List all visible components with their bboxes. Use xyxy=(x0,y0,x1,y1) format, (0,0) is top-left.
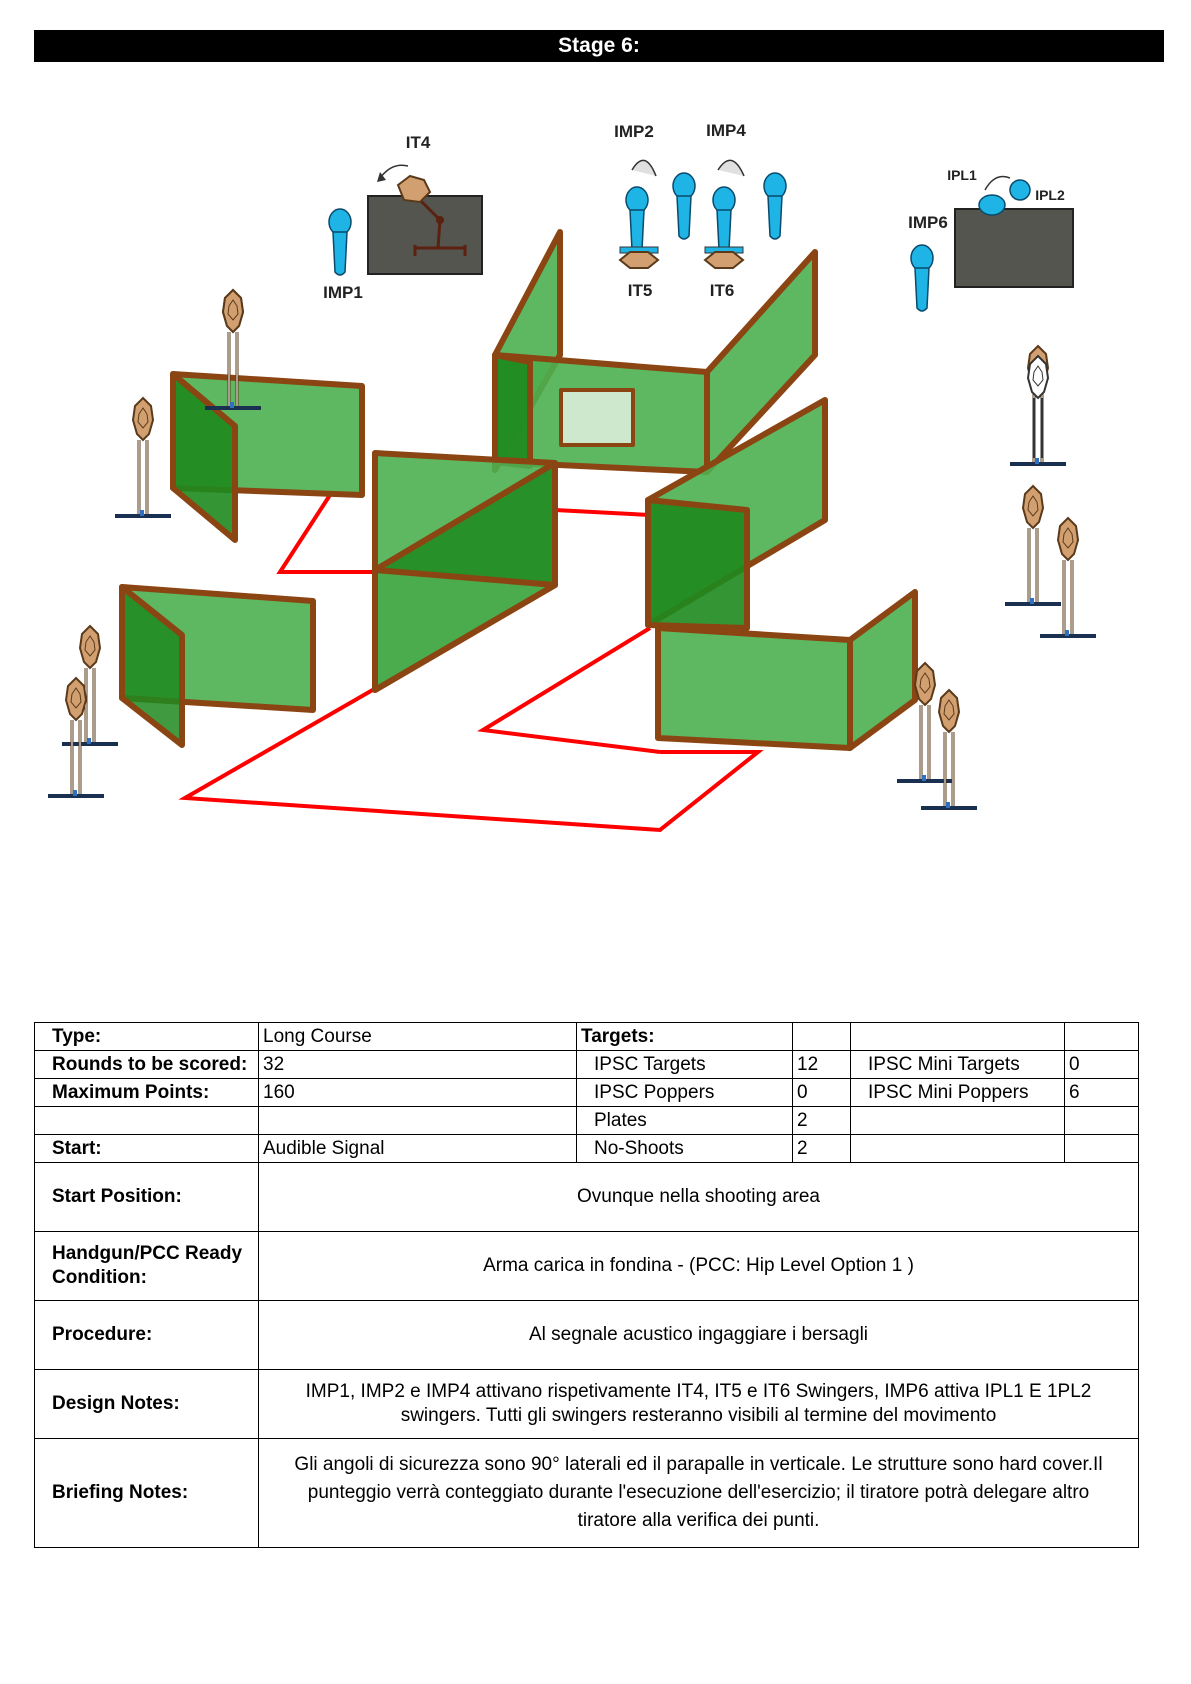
points-label: Maximum Points: xyxy=(34,1078,259,1107)
target-count: 0 xyxy=(792,1078,851,1107)
procedure-value: Al segnale acustico ingaggiare i bersagl… xyxy=(258,1300,1139,1370)
type-label: Type: xyxy=(34,1022,259,1051)
target-name: IPSC Poppers xyxy=(576,1078,793,1107)
target-count: 12 xyxy=(792,1050,851,1079)
targets-label: Targets: xyxy=(576,1022,793,1051)
it5-it6-swingers xyxy=(618,159,745,269)
rounds-label: Rounds to be scored: xyxy=(34,1050,259,1079)
start-value: Audible Signal xyxy=(258,1134,577,1163)
type-value: Long Course xyxy=(258,1022,577,1051)
label-it5: IT5 xyxy=(628,281,653,300)
label-imp2: IMP2 xyxy=(614,122,654,141)
points-value: 160 xyxy=(258,1078,577,1107)
briefing-notes-value: Gli angoli di sicurezza sono 90° lateral… xyxy=(258,1438,1139,1548)
target-count: 2 xyxy=(792,1106,851,1135)
mini-target-count: 6 xyxy=(1064,1078,1139,1107)
label-ipl1: IPL1 xyxy=(947,167,977,183)
walls xyxy=(119,229,918,751)
ready-condition-label: Handgun/PCC Ready Condition: xyxy=(34,1231,259,1301)
target-name: IPSC Targets xyxy=(576,1050,793,1079)
swinger-boxes xyxy=(367,195,1074,288)
design-notes-label: Design Notes: xyxy=(34,1369,259,1439)
diagram-labels: IT4 IMP1 IMP2 IMP4 IT5 IT6 IPL1 IPL2 IMP… xyxy=(323,121,1065,302)
label-imp6: IMP6 xyxy=(908,213,948,232)
label-it4: IT4 xyxy=(406,133,431,152)
rounds-value: 32 xyxy=(258,1050,577,1079)
target-name: Plates xyxy=(576,1106,793,1135)
fault-lines xyxy=(178,493,764,833)
label-imp4: IMP4 xyxy=(706,121,746,140)
mini-target-name: IPSC Mini Poppers xyxy=(850,1078,1065,1107)
start-position-value: Ovunque nella shooting area xyxy=(258,1162,1139,1232)
label-imp1: IMP1 xyxy=(323,283,363,302)
stage-title: Stage 6: xyxy=(34,30,1164,62)
procedure-label: Procedure: xyxy=(34,1300,259,1370)
target-count: 2 xyxy=(792,1134,851,1163)
it4-swinger xyxy=(377,164,467,256)
label-it6: IT6 xyxy=(710,281,735,300)
start-label: Start: xyxy=(34,1134,259,1163)
stage-diagram: IT4 IMP1 IMP2 IMP4 IT5 IT6 IPL1 IPL2 IMP… xyxy=(46,121,1098,833)
start-position-label: Start Position: xyxy=(34,1162,259,1232)
briefing-notes-label: Briefing Notes: xyxy=(34,1438,259,1548)
label-ipl2: IPL2 xyxy=(1035,187,1065,203)
ready-condition-value: Arma carica in fondina - (PCC: Hip Level… xyxy=(258,1231,1139,1301)
stage-title-text: Stage 6: xyxy=(558,34,640,57)
design-notes-value: IMP1, IMP2 e IMP4 attivano rispetivament… xyxy=(258,1369,1139,1439)
stage-info-table: Type: Long Course Targets: Rounds to be … xyxy=(34,1022,1139,1548)
mini-target-count: 0 xyxy=(1064,1050,1139,1079)
mini-target-name: IPSC Mini Targets xyxy=(850,1050,1065,1079)
ipl-plates xyxy=(978,175,1031,216)
target-name: No-Shoots xyxy=(576,1134,793,1163)
